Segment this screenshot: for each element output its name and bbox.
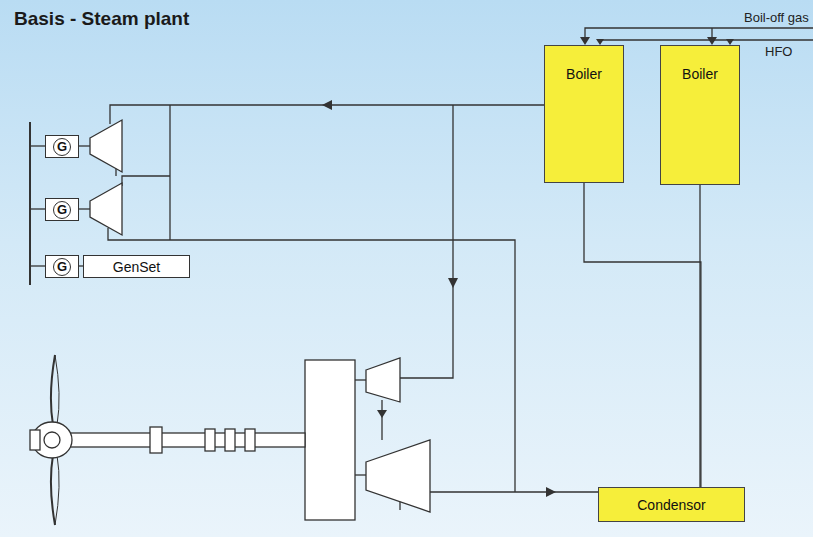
node-text: Boiler [682,66,718,82]
line-label: Boil-off gas [744,10,809,25]
generator-symbol: G [45,198,79,221]
coupling [225,429,235,451]
generator-symbol: G [45,255,79,278]
coupling [205,429,215,451]
bus-stub [30,145,45,146]
pipe-connector [584,183,701,487]
turbine-symbol [90,120,122,172]
steam-branch-tg2 [122,176,170,186]
arrowhead [707,37,717,45]
generator-symbol: G [45,135,79,158]
pipes [30,28,813,510]
lp-turbine [366,440,430,512]
line-label: HFO [765,44,792,59]
boil-off-gas-line [585,28,813,42]
turbines [90,120,430,520]
coupling [150,427,162,453]
propeller-shaft [30,355,305,525]
node-text: G [53,258,71,276]
boiler-box: Boiler [660,45,740,185]
arrowhead [546,487,556,497]
pipe-connector [699,185,700,487]
arrowhead [377,410,387,418]
arrowhead [448,278,458,288]
node-text: G [53,201,71,219]
gear-shaft [355,379,366,380]
gear-shaft [355,474,366,475]
bus-stub [30,265,45,266]
shaft [70,433,305,447]
gen-shaft [79,145,90,146]
node-text: Boiler [566,66,602,82]
steam-line [110,105,544,124]
steam-to-hp [400,105,453,378]
gearbox [305,360,355,520]
hub-nose [30,430,40,450]
node-text: Condensor [637,497,706,513]
coupling [245,429,255,451]
hp-turbine [366,358,400,402]
condenser-box: Condensor [598,487,745,522]
genset-box: GenSet [83,255,190,278]
gen-shaft [79,208,90,209]
hfo-line [600,40,813,42]
steam-branch [169,105,170,240]
diagram-title: Basis - Steam plant [14,8,189,30]
crossover [381,400,382,440]
hub-cap [44,432,60,448]
node-text: G [53,138,71,156]
boiler-box: Boiler [544,45,624,183]
turbine-symbol [90,183,122,235]
node-text: GenSet [113,259,160,275]
arrowhead [322,100,332,110]
bus-stub [30,208,45,209]
arrowhead [580,37,590,45]
